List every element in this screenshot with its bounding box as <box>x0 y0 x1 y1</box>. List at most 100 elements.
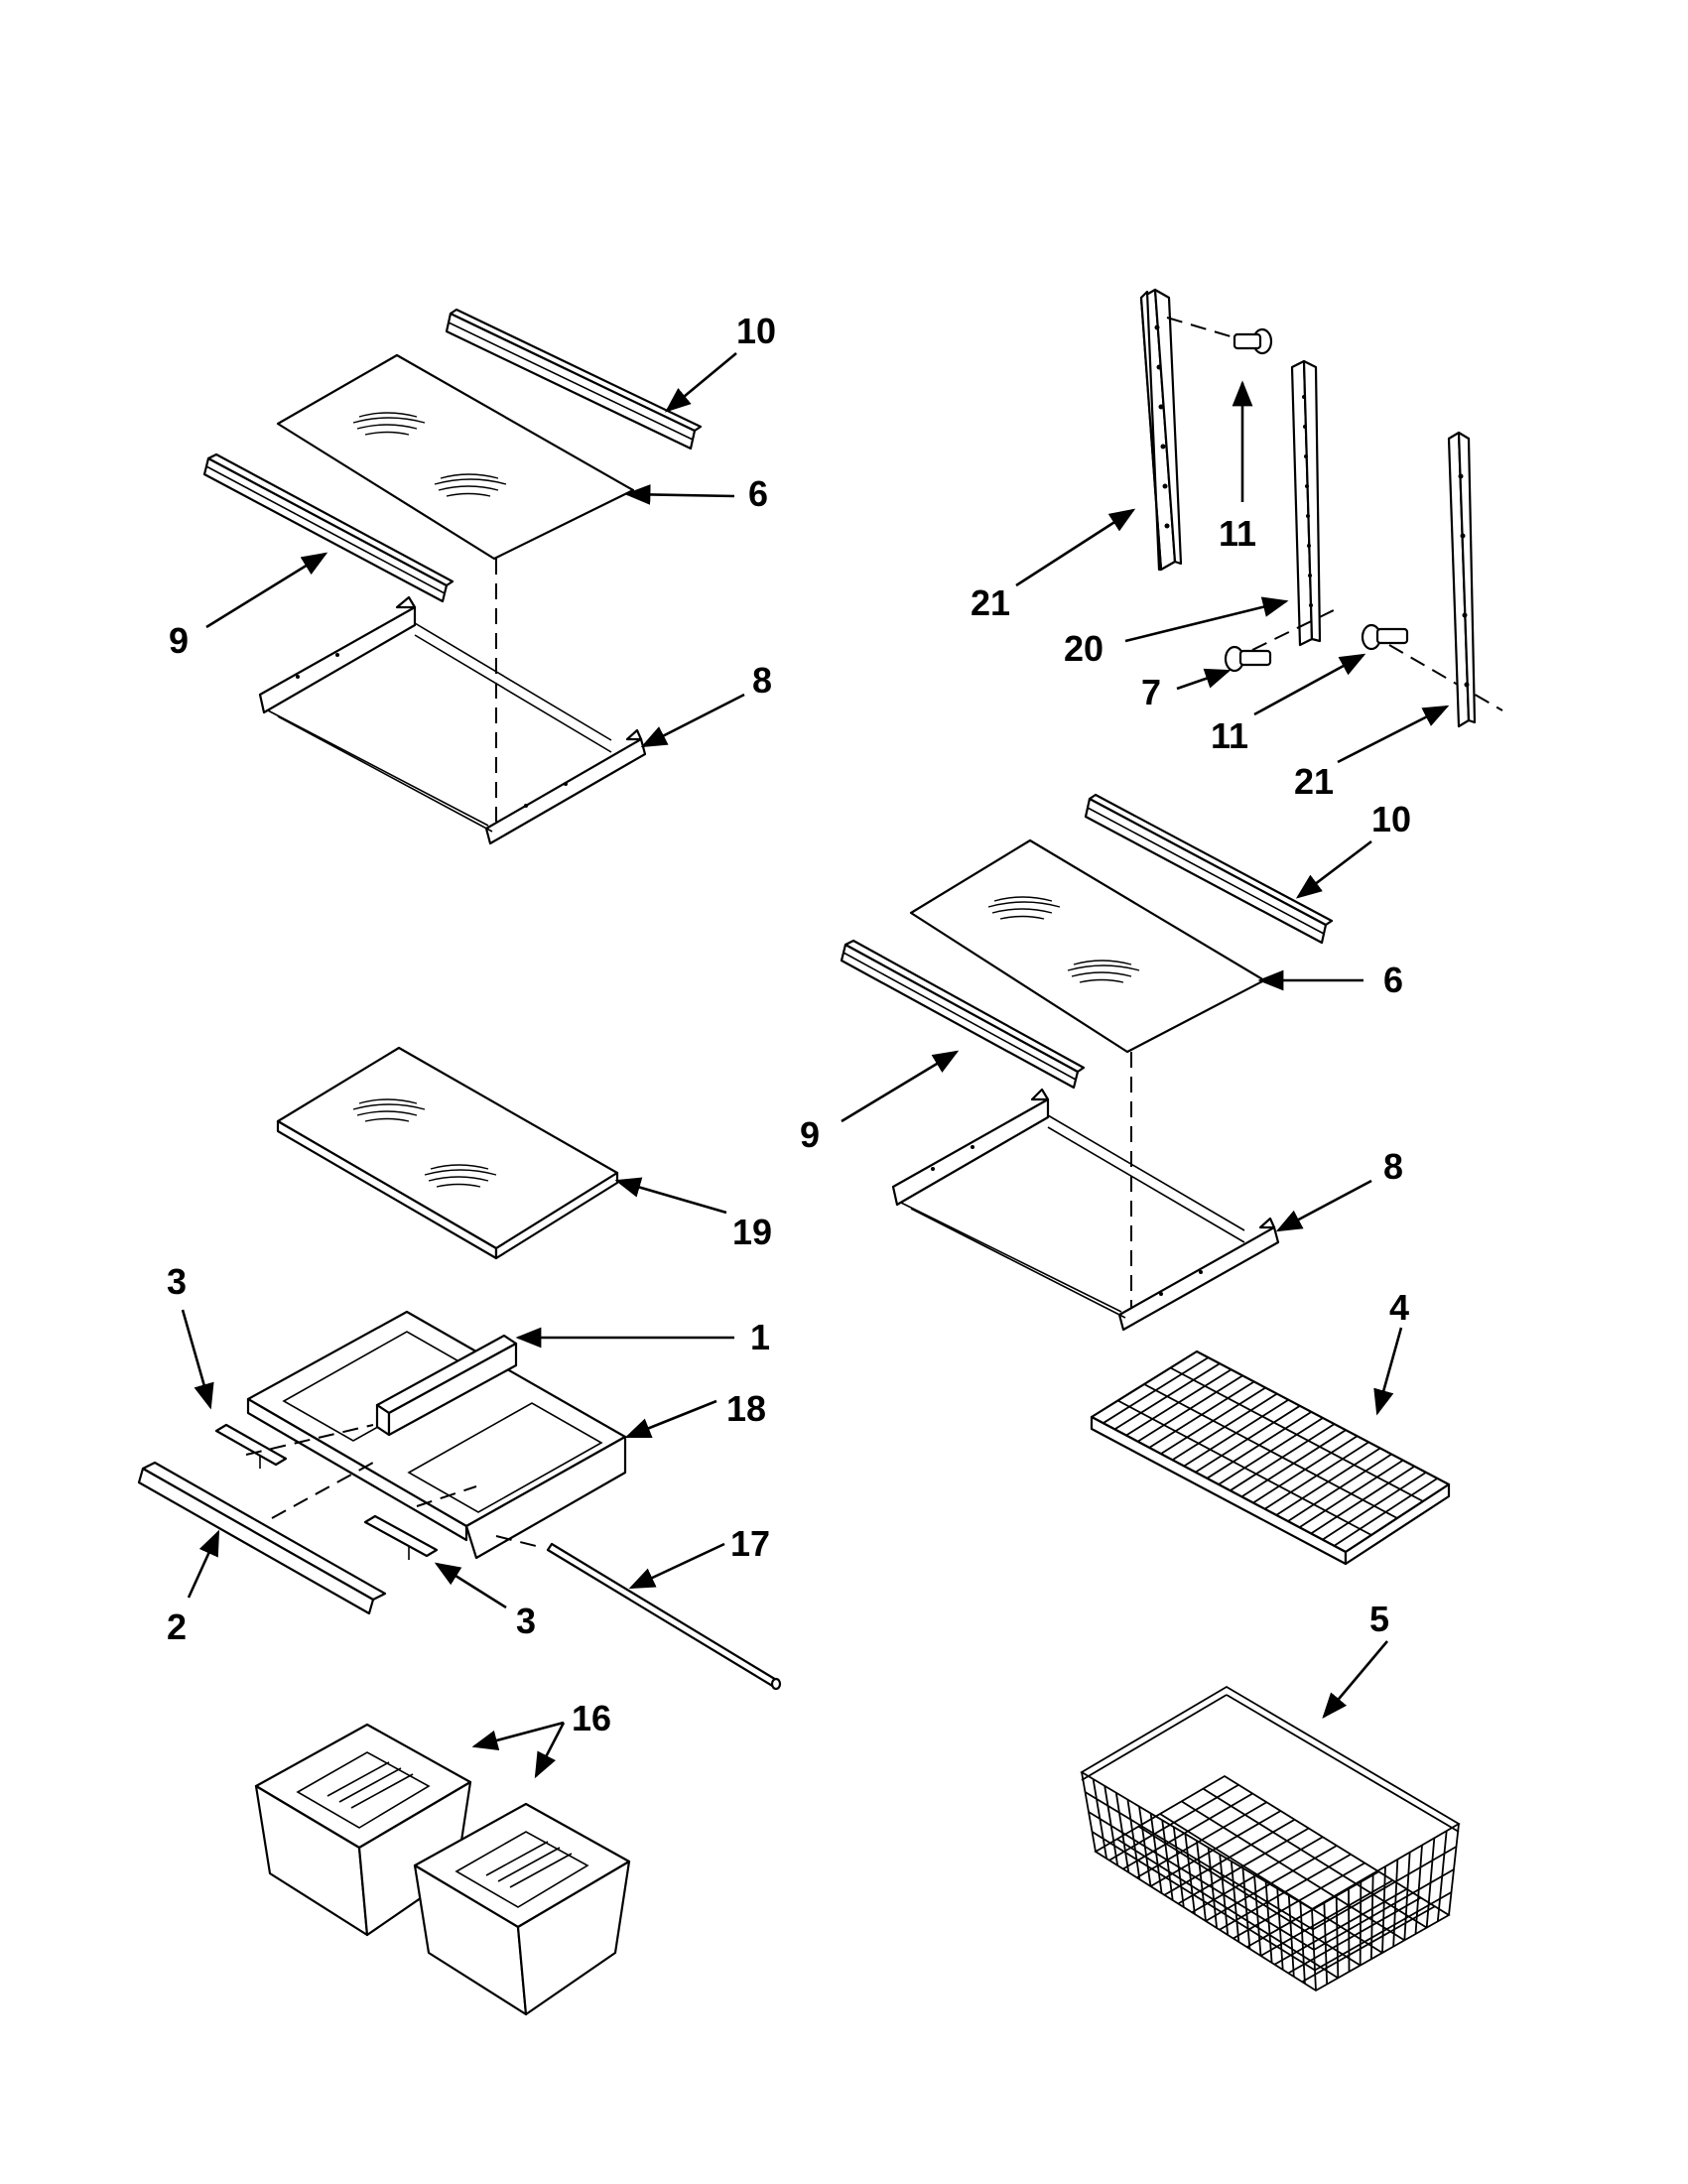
part-5-wire-basket <box>1080 1685 1461 1992</box>
part-10-rear-trim <box>445 308 703 450</box>
glass-glare-marks <box>987 896 1140 983</box>
callout-7: 7 <box>1141 672 1161 712</box>
leader-arrows <box>181 351 1450 1779</box>
callout-9: 9 <box>169 620 189 661</box>
part-18-crisper-frame <box>246 1310 627 1560</box>
callout-labels: 10 6 9 8 21 11 20 7 11 21 10 6 9 8 19 3 … <box>167 311 1411 1738</box>
callout-5: 5 <box>1369 1599 1389 1639</box>
wire-segment <box>1117 1399 1372 1536</box>
callout-3: 3 <box>516 1601 536 1641</box>
part-10-rear-trim <box>1084 793 1334 945</box>
part-3-clip-upper <box>214 1423 288 1469</box>
part-11-screw-lower <box>1361 623 1409 651</box>
callout-10: 10 <box>736 311 776 351</box>
leader-9a <box>205 552 328 629</box>
leader-21a <box>1015 508 1136 587</box>
part-21-rail-left <box>1139 288 1183 572</box>
callout-19: 19 <box>732 1212 772 1252</box>
screw-axis-3 <box>1388 644 1503 711</box>
callout-21: 21 <box>971 582 1010 623</box>
upper-right-rails <box>1139 288 1503 728</box>
wire-segment <box>1202 1787 1428 1929</box>
leader-20 <box>1124 596 1289 643</box>
upper-left-shelf-assembly <box>202 308 703 845</box>
leader-16a <box>471 1721 565 1751</box>
leader-6a <box>624 484 735 505</box>
leader-19 <box>614 1177 727 1215</box>
callout-18: 18 <box>726 1388 766 1429</box>
screw-axis-2 <box>1251 608 1337 651</box>
alignment-line-b <box>271 1462 374 1519</box>
leader-10a <box>664 351 737 413</box>
part-9-front-trim <box>840 939 1086 1090</box>
callout-11: 11 <box>1211 715 1248 756</box>
leader-4 <box>1373 1327 1403 1416</box>
callout-10: 10 <box>1371 799 1411 839</box>
leader-21b <box>1337 705 1450 764</box>
leader-11b <box>1253 653 1366 716</box>
wire-segment <box>1137 1825 1362 1967</box>
leader-9b <box>841 1050 960 1123</box>
leader-16b <box>534 1722 566 1779</box>
leader-10b <box>1295 839 1372 899</box>
callout-21: 21 <box>1294 761 1334 802</box>
part-16-drawer-right <box>413 1802 631 2016</box>
alignment-line-c <box>416 1485 477 1507</box>
callout-8: 8 <box>1383 1146 1403 1187</box>
part-11-screw-upper <box>1233 327 1273 355</box>
part-2-front-trim <box>137 1461 387 1615</box>
part-20-rail-middle <box>1290 359 1322 647</box>
wire-segment <box>1314 1891 1452 1972</box>
callout-3: 3 <box>167 1261 187 1302</box>
wire-segment <box>1085 1791 1314 1931</box>
basket-wires <box>1081 1694 1460 1985</box>
wire-segment <box>1088 1811 1315 1951</box>
wire-segment <box>1181 1800 1405 1942</box>
part-17-rod <box>546 1542 782 1691</box>
leader-18 <box>624 1399 717 1439</box>
glass-glare-marks <box>352 412 507 497</box>
wire-grid <box>1103 1356 1438 1547</box>
callout-4: 4 <box>1389 1287 1409 1328</box>
callout-11: 11 <box>1219 513 1256 554</box>
wire-segment <box>1313 1868 1455 1951</box>
leader-17 <box>628 1542 725 1590</box>
crisper-frame-assembly <box>137 1310 782 1691</box>
alignment-line-d <box>495 1535 545 1549</box>
leader-5 <box>1322 1640 1388 1719</box>
callout-17: 17 <box>730 1523 770 1564</box>
wire-segment <box>1081 1694 1228 1781</box>
leader-8b <box>1275 1179 1372 1232</box>
callout-6: 6 <box>748 473 768 514</box>
part-8-shelf-frame <box>891 1088 1280 1332</box>
screw-axis-1 <box>1166 317 1251 343</box>
glass-glare-marks <box>352 1098 497 1188</box>
wire-segment <box>1092 1831 1316 1972</box>
wire-segment <box>1226 1694 1460 1833</box>
callout-8: 8 <box>752 660 772 701</box>
wire-segment <box>1312 1846 1457 1931</box>
leader-3a <box>181 1309 214 1410</box>
leader-7 <box>1176 668 1232 691</box>
leader-2 <box>187 1529 220 1599</box>
callout-16: 16 <box>572 1698 611 1738</box>
part-7-screw <box>1224 645 1272 673</box>
callout-20: 20 <box>1064 628 1104 669</box>
callout-2: 2 <box>167 1606 187 1647</box>
leader-8a <box>640 693 745 748</box>
callout-6: 6 <box>1383 960 1403 1000</box>
part-3-clip-lower <box>363 1514 439 1560</box>
middle-right-shelf-assembly <box>840 793 1334 1332</box>
part-19-glass-cover <box>276 1046 619 1260</box>
part-4-wire-shelf <box>1090 1349 1451 1566</box>
wire-segment <box>1159 1813 1383 1954</box>
part-21-rail-right <box>1447 431 1477 728</box>
callout-9: 9 <box>800 1114 820 1155</box>
wire-segment <box>1170 1366 1424 1502</box>
wire-segment <box>1143 1383 1398 1519</box>
leader-3b <box>434 1562 507 1609</box>
alignment-line-a <box>245 1424 374 1456</box>
part-16-drawer-left <box>254 1723 472 1937</box>
callout-1: 1 <box>750 1317 770 1357</box>
